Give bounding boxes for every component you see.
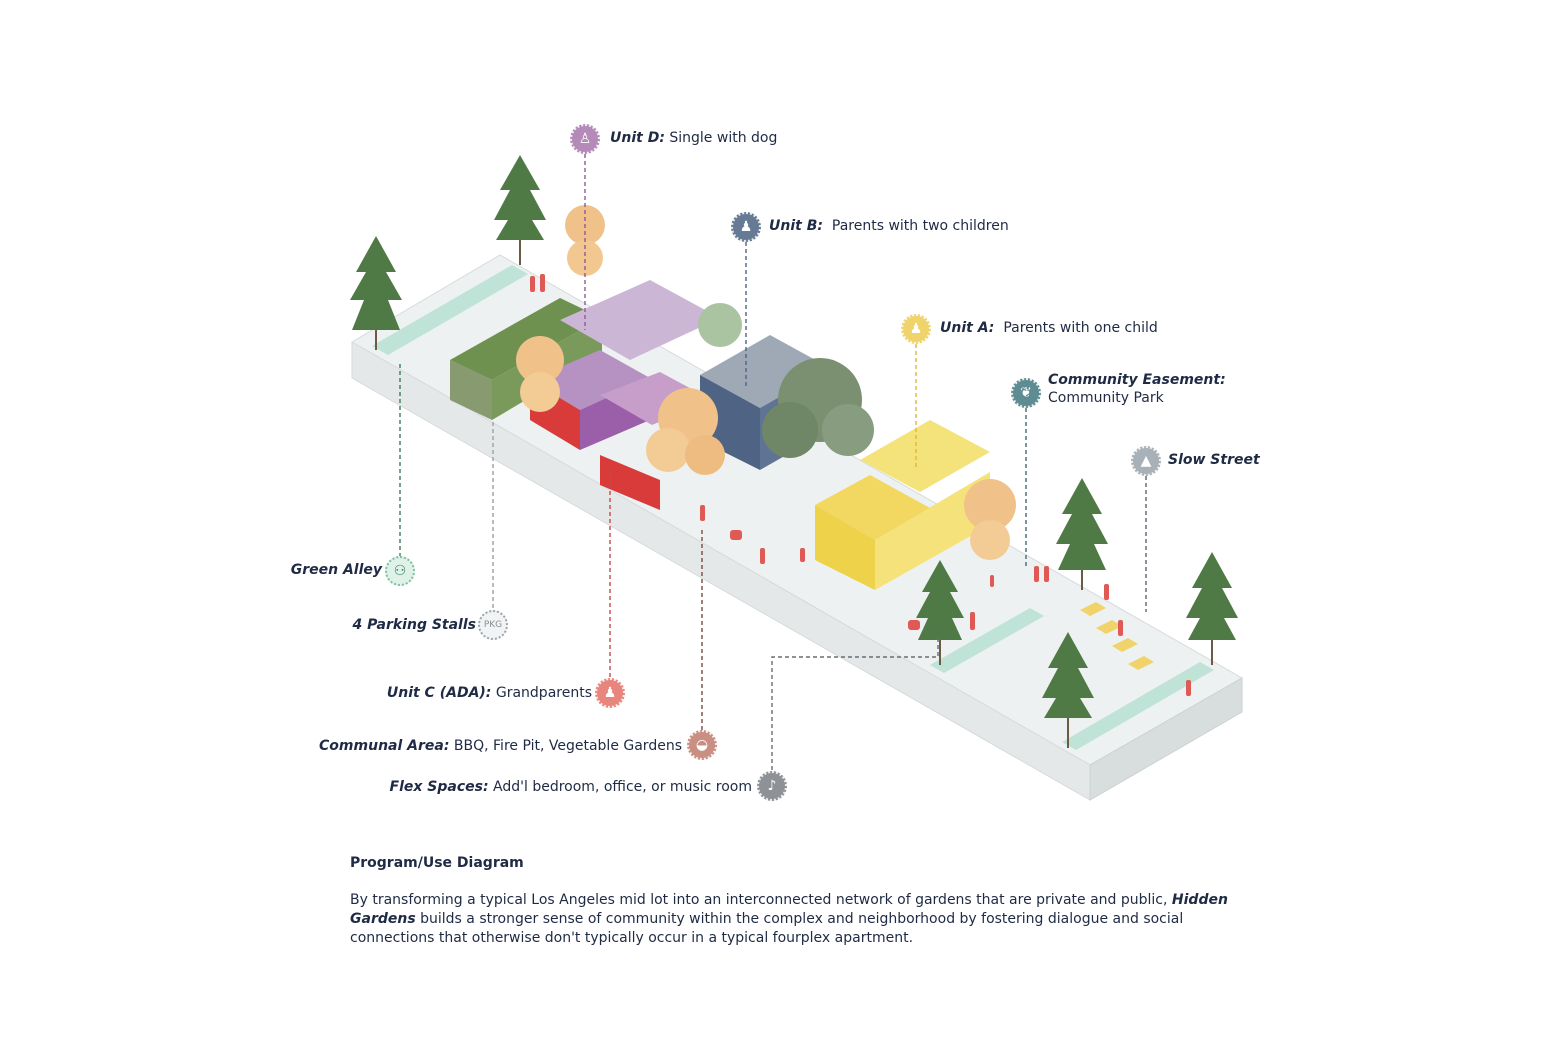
unit-a-front [815,475,930,540]
label-flex-spaces-title: Flex Spaces: [389,779,489,795]
label-communal-area-title: Communal Area: [319,738,450,754]
label-flex-spaces-text: Add'l bedroom, office, or music room [493,779,752,795]
family-icon: ♟ [731,212,761,242]
crosswalk-4 [1128,656,1154,670]
tree-green-1 [350,236,402,350]
unit-a-wall [815,505,875,590]
label-community-easement-title: Community Easement: [1048,372,1226,388]
label-slow-street: Slow Street [1168,451,1260,469]
sidewalk-strip-1 [930,608,1044,673]
tree-orange-4 [964,479,1016,560]
label-parking: 4 Parking Stalls [300,616,476,634]
unit-d-front [530,350,650,410]
crosswalk-3 [1112,638,1138,652]
caption-body-part-2: builds a stronger sense of community wit… [350,911,1184,946]
caption-body-part-1: By transforming a typical Los Angeles mi… [350,892,1172,908]
unit-a-side [875,472,990,590]
label-unit-d-text: Single with dog [669,130,778,146]
site-slab-right [1089,677,1243,801]
label-slow-street-title: Slow Street [1168,452,1260,468]
crosswalk-1 [1080,602,1106,616]
tree-green-5 [1042,632,1094,748]
leaf-icon: ❦ [1011,378,1041,408]
tree-orange-2 [516,336,564,412]
unit-d-roof [560,280,720,360]
label-unit-a: Unit A: Parents with one child [940,319,1158,337]
traffic-cone-icon: ▲ [1131,446,1161,476]
label-unit-d: Unit D: Single with dog [610,129,777,147]
green-wall-front [450,360,492,420]
green-alley-strip [372,265,528,355]
label-community-easement: Community Easement: Community Park [1048,371,1226,407]
parent-child-icon: ♟ [901,314,931,344]
unit-a-roof [860,420,990,492]
crosswalk-2 [1096,620,1122,634]
label-unit-b-title: Unit B: [769,218,823,234]
label-green-alley-title: Green Alley [290,562,382,578]
tree-leafy-2 [698,303,742,347]
label-unit-d-title: Unit D: [610,130,665,146]
tree-green-4 [1186,552,1238,665]
unit-c-wall [600,455,660,510]
caption-title: Program/Use Diagram [350,855,524,871]
label-green-alley: Green Alley [240,561,382,579]
caption-body-bold: Hidden Gardens [350,892,1228,927]
label-community-easement-text: Community Park [1048,390,1164,406]
tree-orange-3 [646,388,725,475]
tree-leafy-1 [762,358,874,458]
label-unit-c-text: Grandparents [495,685,592,701]
label-unit-c: Unit C (ADA): Grandparents [300,684,592,702]
sidewalk-strip-2 [1062,662,1214,750]
leader-lines [399,154,1147,770]
parking-badge-text: PKG [483,620,503,630]
label-communal-area-text: BBQ, Fire Pit, Vegetable Gardens [453,738,682,754]
bicycle-icon: ⚇ [385,556,415,586]
label-unit-b-text: Parents with two children [831,218,1009,234]
unit-c-roof [600,372,712,425]
leader-flex [771,636,939,770]
guitar-icon: ♪ [757,771,787,801]
caption-body: By transforming a typical Los Angeles mi… [350,891,1250,948]
tree-green-2 [494,155,546,265]
tree-green-3 [1056,478,1108,590]
label-flex-spaces: Flex Spaces: Add'l bedroom, office, or m… [300,778,752,796]
people-figures [530,274,1191,696]
tree-green-6 [916,560,964,665]
person-with-dog-icon: ♙ [570,124,600,154]
bbq-grill-icon: ◒ [687,730,717,760]
label-unit-a-title: Unit A: [940,320,995,336]
label-unit-b: Unit B: Parents with two children [769,217,1009,235]
parking-icon: PKG [478,610,508,640]
label-unit-a-text: Parents with one child [1003,320,1158,336]
label-unit-c-title: Unit C (ADA): [386,685,492,701]
grandparents-icon: ♟ [595,678,625,708]
label-communal-area: Communal Area: BBQ, Fire Pit, Vegetable … [250,737,682,755]
label-parking-title: 4 Parking Stalls [352,617,476,633]
unit-b-roof [700,335,830,408]
